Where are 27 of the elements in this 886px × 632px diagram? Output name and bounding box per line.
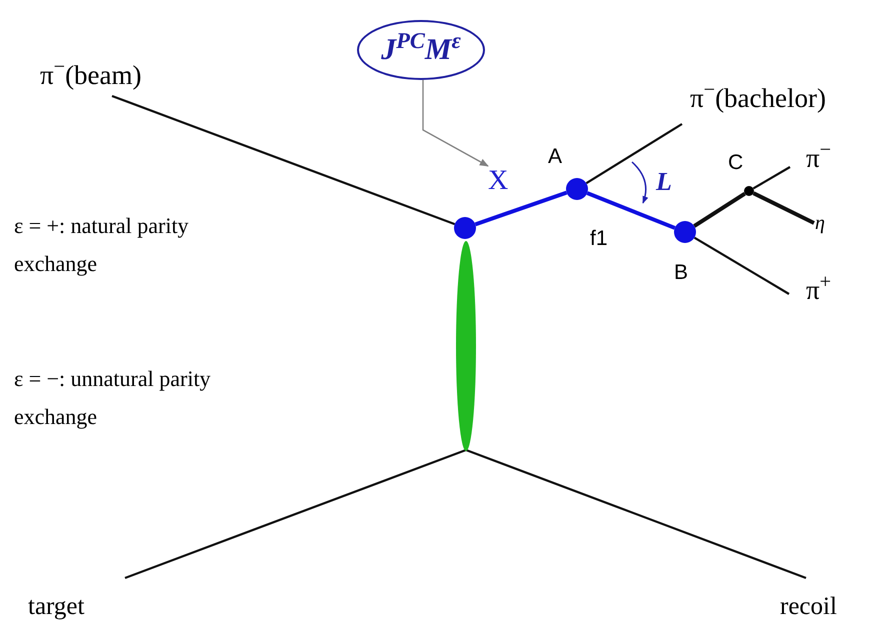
particle-line xyxy=(694,236,790,295)
vertex-label: C xyxy=(728,152,744,173)
particle-label: recoil xyxy=(780,590,870,622)
particle-label: π$^{−}$(beam) xyxy=(40,58,190,92)
vertex-label: A xyxy=(548,146,562,167)
resonance-label: X xyxy=(488,165,518,197)
particle-line xyxy=(752,166,791,190)
particle-label: π$^{+}$ xyxy=(806,272,856,308)
particle-label: π$^{−}$(bachelor) xyxy=(690,80,886,116)
particle-line xyxy=(112,94,456,226)
particle-label: target xyxy=(28,590,118,622)
particle-line xyxy=(474,190,568,226)
particle-line xyxy=(586,123,683,184)
particle-label: η xyxy=(815,208,835,238)
particle-line xyxy=(586,191,676,230)
particle-line xyxy=(693,192,746,228)
exchange-ellipse xyxy=(455,240,477,452)
quantum-numbers-ellipse: J$^{PC}$M$^{ε}$ xyxy=(357,20,485,80)
note-text: ε = +: natural parity exchange xyxy=(14,212,190,278)
vertex-label: B xyxy=(674,262,688,283)
leader-arrow xyxy=(422,80,489,167)
particle-label: π$^{−}$ xyxy=(806,140,856,176)
note-text: ε = −: unnatural parity exchange xyxy=(14,365,212,431)
particle-line xyxy=(124,448,466,580)
angle-label: L xyxy=(656,166,673,198)
particle-line xyxy=(466,448,806,580)
particle-line xyxy=(752,191,815,225)
